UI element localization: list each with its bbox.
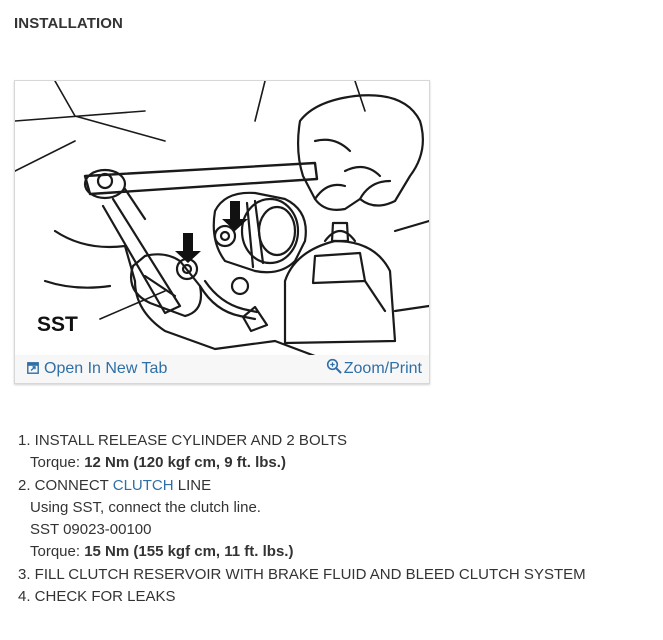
section-heading: INSTALLATION	[14, 15, 123, 32]
step-2-torque-value: 15 Nm (155 kgf cm, 11 ft. lbs.)	[84, 543, 294, 561]
installation-steps: 1. INSTALL RELEASE CYLINDER AND 2 BOLTS …	[18, 430, 586, 608]
magnifier-icon	[326, 358, 342, 374]
zoom-print-label: Zoom/Print	[343, 360, 422, 377]
step-3-title: 3. FILL CLUTCH RESERVOIR WITH BRAKE FLUI…	[18, 565, 586, 583]
sst-label: SST	[37, 313, 78, 336]
step-2-torque-label: Torque:	[30, 543, 85, 561]
step-1-torque-label: Torque:	[30, 454, 85, 472]
clutch-link[interactable]: CLUTCH	[112, 476, 174, 494]
step-2-title-prefix: 2. CONNECT	[18, 476, 113, 494]
figure-caption-bar: Open In New Tab Zoom/Print	[15, 355, 429, 383]
step-2-title: 2. CONNECT CLUTCH LINE	[18, 475, 586, 497]
step-2-instruction: Using SST, connect the clutch line.	[30, 498, 261, 516]
step-1-torque: Torque: 12 Nm (120 kgf cm, 9 ft. lbs.)	[18, 452, 586, 474]
release-cylinder-illustration: SST	[15, 81, 429, 356]
step-1-torque-value: 12 Nm (120 kgf cm, 9 ft. lbs.)	[84, 454, 286, 472]
step-2-torque: Torque: 15 Nm (155 kgf cm, 11 ft. lbs.)	[18, 541, 586, 563]
zoom-print-link[interactable]: Zoom/Print	[326, 358, 422, 378]
step-2-title-suffix: LINE	[173, 476, 212, 494]
installation-figure: SST Open In New Tab Zoom/Print	[14, 80, 430, 384]
open-in-new-tab-label: Open In New Tab	[44, 360, 168, 377]
step-4-title: 4. CHECK FOR LEAKS	[18, 588, 176, 606]
open-in-new-tab-link[interactable]: Open In New Tab	[27, 360, 167, 378]
step-2-sst-part: SST 09023-00100	[30, 521, 152, 539]
open-new-tab-icon	[27, 362, 39, 374]
step-1-title: 1. INSTALL RELEASE CYLINDER AND 2 BOLTS	[18, 432, 348, 449]
